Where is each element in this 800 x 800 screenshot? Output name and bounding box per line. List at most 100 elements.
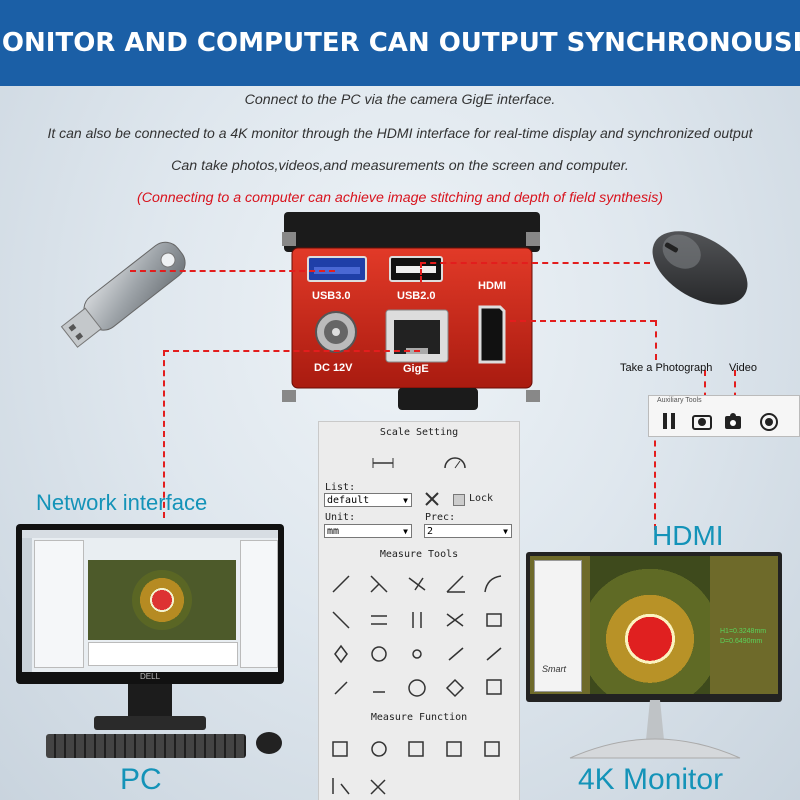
4k-toolbar [534, 560, 582, 692]
brush-tool-icon [334, 681, 348, 695]
video-caption: Video [729, 362, 757, 374]
polygon-tool-icon [334, 644, 348, 664]
monitor-label: 4K Monitor [578, 763, 724, 796]
count-tool-icon [408, 679, 426, 697]
record-icon [760, 413, 778, 431]
scale-icons [372, 457, 466, 469]
arc-tool-icon [484, 575, 502, 593]
hdmi-connection-h [510, 320, 656, 322]
lock-checkbox[interactable] [453, 494, 465, 506]
pc-brand: DELL [140, 672, 161, 681]
cut-icon[interactable] [423, 490, 441, 508]
banner-title: MONITOR AND COMPUTER CAN OUTPUT SYNCHRON… [0, 28, 800, 58]
pc-stand-base [94, 716, 206, 730]
point-tool-icon [412, 649, 422, 659]
intro-line-4: (Connecting to a computer can achieve im… [136, 190, 664, 206]
title-banner: MONITOR AND COMPUTER CAN OUTPUT SYNCHRON… [0, 0, 800, 86]
intro-line-1: Connect to the PC via the camera GigE in… [244, 92, 556, 108]
network-interface-label: Network interface [36, 490, 208, 515]
lock-label: Lock [469, 493, 494, 504]
box-count-icon [486, 679, 502, 695]
circle-tool-icon [371, 646, 387, 662]
unit-value: mm [327, 526, 340, 537]
edit-icon [332, 741, 348, 757]
scale-setting-panel: Scale Setting List: default▼ Lock Unit: … [318, 421, 520, 800]
line-tool-icon [332, 575, 350, 593]
unit-label: Unit: [325, 512, 356, 523]
intro-line-3: Can take photos,videos,and measurements … [171, 158, 629, 174]
intro-line-2: It can also be connected to a 4K monitor… [47, 125, 753, 141]
photo-pointer [704, 370, 706, 410]
parallel-tool-icon [332, 611, 350, 629]
4k-screen: H1=0.3248mm D=0.6490mm Smart [530, 556, 778, 694]
prec-value: 2 [427, 526, 434, 537]
angle-tool-icon [446, 575, 465, 593]
hdmi-connection-v2 [654, 430, 656, 530]
prec-label: Prec: [425, 512, 456, 523]
keyboard [46, 734, 246, 758]
hdmi-label: HDMI [652, 520, 724, 551]
camera-body [282, 212, 540, 410]
vertical-tool-icon [412, 612, 422, 628]
usb-drive-connection [130, 270, 335, 272]
gauge-icon [444, 457, 466, 469]
hdmi-connection-v1 [655, 320, 657, 360]
list-select[interactable]: default ▼ [324, 493, 412, 507]
pc-stand [128, 684, 172, 720]
auxiliary-tools-box: Auxiliary Tools [648, 395, 800, 437]
pc-monitor: DELL [16, 524, 284, 684]
port-label-usb2: USB2.0 [397, 290, 436, 302]
mouse-connection [420, 262, 650, 264]
gige-connection-v [163, 350, 165, 518]
4k-monitor-stand [569, 700, 741, 759]
scale-setting-title: Scale Setting [379, 427, 459, 438]
gige-connection-h [163, 350, 420, 352]
cursor-tool-icon [332, 778, 350, 795]
prec-select[interactable]: 2▼ [424, 524, 512, 538]
cross-line-tool-icon [408, 577, 426, 591]
chevron-down-icon: ▼ [503, 527, 508, 536]
port-label-usb3: USB3.0 [312, 290, 351, 302]
camera-icon [692, 415, 712, 430]
rectangle-tool-icon [486, 613, 502, 627]
measure-function-title: Measure Function [370, 712, 468, 723]
measure-tools-title: Measure Tools [379, 549, 459, 560]
measure-readout-2: D=0.6490mm [720, 638, 763, 645]
pick-tool-icon [486, 647, 502, 661]
measure-tools-grid[interactable] [327, 570, 513, 710]
chevron-down-icon: ▼ [403, 496, 408, 505]
port-label-gige: GigE [403, 363, 429, 375]
clear-icon [370, 779, 386, 795]
chevron-down-icon: ▼ [403, 527, 408, 536]
lock-frame-icon [484, 741, 500, 757]
measure-function-grid[interactable] [327, 738, 513, 798]
two-circle-tool-icon [448, 647, 464, 661]
snapshot-icon [446, 741, 462, 757]
pc-label: PC [120, 763, 162, 796]
usb-flash-drive [60, 241, 186, 348]
mouse-connection-drop [420, 262, 422, 282]
list-label: List: [325, 482, 356, 493]
photo-caption: Take a Photograph [620, 362, 713, 374]
aux-icons [663, 413, 778, 431]
unit-select[interactable]: mm ▼ [324, 524, 412, 538]
pause-icon [663, 413, 675, 429]
speech-icon [371, 741, 387, 757]
aux-title: Auxiliary Tools [657, 397, 702, 404]
pc-live-view [88, 560, 236, 640]
pc-mouse [256, 732, 282, 754]
select-frame-icon [408, 741, 424, 757]
video-pointer [734, 370, 736, 410]
measure-readout-1: H1=0.3248mm [720, 628, 767, 635]
diamond-count-icon [445, 678, 465, 698]
video-camera-icon [725, 413, 741, 429]
list-value: default [327, 495, 370, 506]
horizontal-tool-icon [371, 615, 387, 625]
computer-mouse [652, 231, 748, 305]
port-label-dc: DC 12V [314, 362, 353, 374]
port-label-hdmi: HDMI [478, 280, 507, 292]
pc-screen [22, 530, 278, 672]
perpendicular-tool-icon [370, 575, 388, 593]
ruler-icon [372, 458, 394, 468]
